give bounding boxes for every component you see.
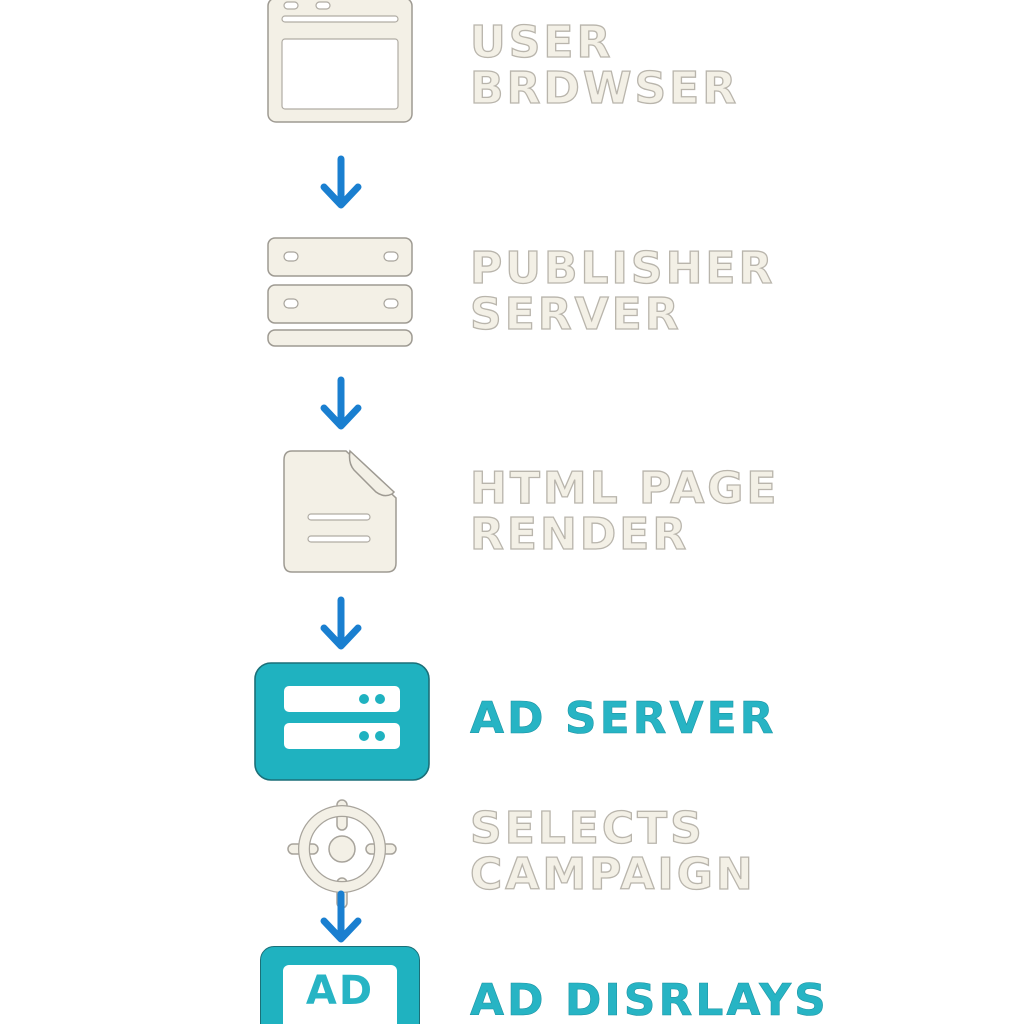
step-label-html-page-render: HTML PAGE RENDER xyxy=(469,463,780,560)
step-ad-displays: AD xyxy=(258,944,426,1024)
step-label-line: SERVER xyxy=(469,289,682,340)
step-html-page-render xyxy=(280,448,400,576)
step-label-ad-displays: AD DISRLAYS xyxy=(470,975,829,1026)
ad-display-screen: AD xyxy=(283,965,397,1024)
browser-window-icon xyxy=(267,0,413,123)
step-label-line: CAMPAIGN xyxy=(469,849,756,900)
arrow-down-icon xyxy=(320,155,362,209)
arrow-down-icon xyxy=(320,376,362,430)
step-label-line: PUBLISHER xyxy=(469,243,776,294)
server-rack-icon xyxy=(267,237,413,347)
step-user-browser xyxy=(262,0,418,128)
step-label-line: BRDWSER xyxy=(469,63,740,114)
step-label-line: AD DISRLAYS xyxy=(470,975,829,1026)
step-label-line: HTML PAGE xyxy=(469,463,780,514)
arrow-down-icon xyxy=(320,596,362,650)
step-label-line: SELECTS xyxy=(469,803,705,854)
ad-display-icon: AD xyxy=(260,946,420,1024)
step-label-user-browser: USER BRDWSER xyxy=(469,17,740,114)
step-label-publisher-server: PUBLISHER SERVER xyxy=(469,243,776,340)
step-publisher-server xyxy=(262,234,418,352)
step-label-ad-server: AD SERVER xyxy=(470,693,777,744)
step-label-line: USER xyxy=(469,17,614,68)
step-ad-server xyxy=(252,660,432,784)
target-crosshair-icon xyxy=(287,799,397,909)
step-selects-campaign xyxy=(284,796,400,912)
step-label-selects-campaign: SELECTS CAMPAIGN xyxy=(469,803,756,900)
arrow-down-icon xyxy=(320,890,362,943)
step-label-line: RENDER xyxy=(469,509,690,560)
step-label-line: AD SERVER xyxy=(470,693,777,744)
ad-server-icon xyxy=(254,662,430,781)
ad-display-text: AD xyxy=(305,968,375,1014)
document-icon xyxy=(283,449,397,573)
